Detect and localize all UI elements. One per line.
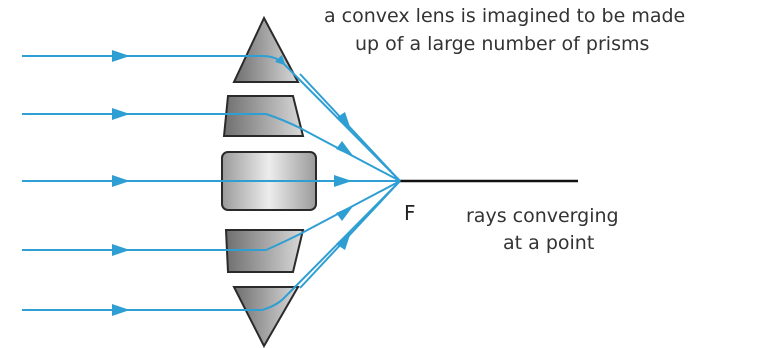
refracted-ray-4 [265,180,401,251]
prism-upper [222,95,305,137]
result-label-line-2: at a point [503,232,594,254]
refracted-ray-1 [261,54,401,182]
result-label-line-1: rays converging [466,205,619,227]
arrowhead-icon [336,141,354,157]
lens-prisms [221,15,317,348]
arrowhead-icon [336,205,354,221]
prism-top [232,15,300,83]
refracted-arrowheads [336,112,354,250]
arrowhead-icon [112,108,130,120]
prism-bottom [232,286,300,348]
caption-line-2: up of a large number of prisms [355,33,649,55]
arrowhead-icon [336,112,352,133]
arrowhead-icon [112,304,130,316]
refracted-ray-5 [261,180,401,311]
focus-label: F [404,201,416,225]
incoming-arrowheads [112,50,352,316]
refracted-ray-2 [265,113,401,182]
caption-line-1: a convex lens is imagined to be made [324,5,685,27]
arrowhead-icon [336,229,352,250]
arrowhead-icon [112,244,130,256]
arrowhead-icon [112,175,130,187]
arrowhead-icon [112,50,130,62]
arrowhead-icon [334,175,352,187]
